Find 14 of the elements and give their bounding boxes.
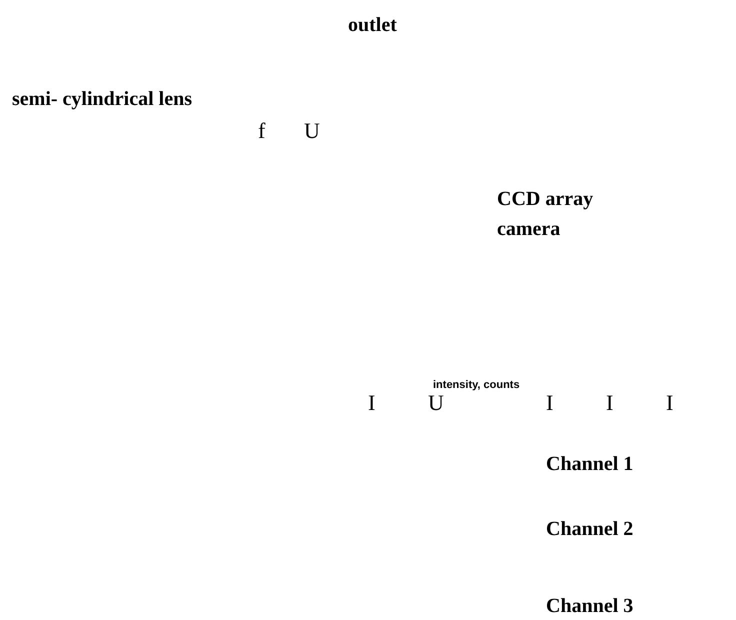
lens-label: semi- cylindrical lens: [12, 87, 193, 112]
camera-label: CCD array camera: [497, 187, 594, 242]
symbol-label: f: [258, 118, 266, 144]
symbol-label: U: [304, 118, 320, 144]
channel-label: Channel 3: [546, 594, 634, 619]
channel-label: Channel 2: [546, 517, 634, 542]
symbol-label: U: [428, 390, 444, 416]
axis-label: intensity, counts: [433, 379, 520, 392]
outlet-label: outlet: [348, 13, 397, 38]
symbol-label: I: [666, 390, 674, 416]
symbol-label: I: [368, 390, 376, 416]
channel-label: Channel 1: [546, 452, 634, 477]
symbol-label: I: [546, 390, 554, 416]
symbol-label: I: [606, 390, 614, 416]
